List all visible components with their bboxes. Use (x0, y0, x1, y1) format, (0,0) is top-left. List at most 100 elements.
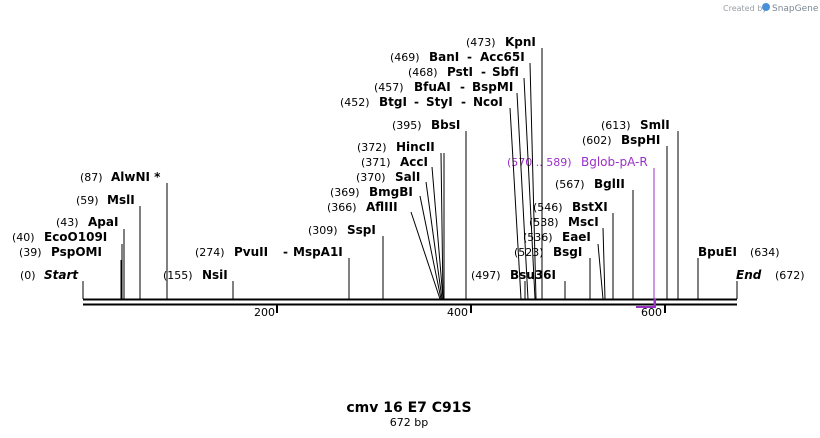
site-separator: - (467, 50, 472, 64)
site-position: (309) (308, 224, 338, 237)
site-name: EcoO109I (44, 230, 107, 244)
site-label-kpni[interactable]: (473) KpnI (466, 35, 536, 49)
site-name: BspHI (621, 133, 660, 147)
leader-afliii (410, 211, 441, 300)
leader-psti (523, 77, 536, 300)
site-label-bmgbi[interactable]: (369) BmgBI (330, 185, 413, 199)
site-name: EaeI (562, 230, 591, 244)
site-label-pvuii[interactable]: (274) PvuII - MspA1I (195, 245, 343, 259)
site-label-msci[interactable]: (538) MscI (529, 215, 599, 229)
site-label-acci[interactable]: (371) AccI (361, 155, 428, 169)
site-position: (473) (466, 36, 496, 49)
site-position: (59) (76, 194, 99, 207)
site-label-bani[interactable]: (469) BanI - Acc65I (390, 50, 525, 64)
site-label-hincii[interactable]: (372) HincII (357, 140, 435, 154)
credit-prefix: Created by (723, 4, 767, 13)
site-position: (372) (357, 141, 387, 154)
site-name: Start (44, 268, 79, 282)
site-label-msli[interactable]: (59) MslI (76, 193, 135, 207)
site-label-start[interactable]: (0) Start (20, 268, 79, 282)
site-position: (40) (12, 231, 35, 244)
site-label-afliii[interactable]: (366) AflIII (327, 200, 398, 214)
site-name: HincII (396, 140, 435, 154)
site-label-bfuai[interactable]: (457) BfuAI - BspMI (374, 80, 513, 94)
site-alt-name: BspMI (472, 80, 513, 94)
site-label-apai[interactable]: (43) ApaI (56, 215, 118, 229)
site-label-nsii[interactable]: (155) NsiI (163, 268, 228, 282)
site-name: BtgI (379, 95, 407, 109)
site-name: MscI (568, 215, 599, 229)
site-name: BglII (594, 177, 625, 191)
site-position: (452) (340, 96, 370, 109)
site-name: SspI (347, 223, 376, 237)
site-alt-name: StyI (426, 95, 453, 109)
axis-tick-label-400: 400 (447, 306, 468, 319)
site-name: BpuEI (698, 245, 737, 259)
site-position: (43) (56, 216, 79, 229)
site-position: (538) (529, 216, 559, 229)
site-name: BmgBI (369, 185, 413, 199)
site-label-psti[interactable]: (468) PstI - SbfI (408, 65, 519, 79)
site-label-alwni[interactable]: (87) AlwNI * (80, 170, 161, 184)
site-position: (366) (327, 201, 357, 214)
feature-primer-arrow[interactable] (636, 299, 656, 308)
site-position: (536) (523, 231, 553, 244)
site-separator: - (461, 95, 466, 109)
site-label-bpuei[interactable]: BpuEI (634) (698, 245, 780, 259)
site-label-bsgi[interactable]: (523) BsgI (514, 245, 582, 259)
leader-bmgbi (419, 195, 442, 300)
site-position: (602) (582, 134, 612, 147)
site-leader-lines (82, 48, 738, 300)
leader-btgi (509, 107, 522, 300)
leader-sali (425, 181, 443, 300)
site-name: SmlI (640, 118, 670, 132)
site-label-bstxi[interactable]: (546) BstXI (533, 200, 608, 214)
site-name: PvuII (234, 245, 268, 259)
site-name: BbsI (431, 118, 460, 132)
site-label-bglii[interactable]: (567) BglII (555, 177, 625, 191)
site-name: AccI (400, 155, 428, 169)
site-label-end[interactable]: End (672) (736, 268, 805, 282)
site-name: AflIII (366, 200, 398, 214)
site-label-bsphi[interactable]: (602) BspHI (582, 133, 660, 147)
site-name: BanI (429, 50, 459, 64)
feature-name[interactable]: Bglob-pA-R (581, 155, 648, 169)
site-name: AlwNI * (111, 170, 161, 184)
site-name: BstXI (572, 200, 608, 214)
site-position: (457) (374, 81, 404, 94)
site-position: (497) (471, 269, 501, 282)
site-position: (523) (514, 246, 544, 259)
site-label-bbsi[interactable]: (395) BbsI (392, 118, 460, 132)
snapgene-logo-icon (762, 3, 770, 11)
site-position: (546) (533, 201, 563, 214)
sequence-title: cmv 16 E7 C91S (346, 400, 471, 416)
site-label-eaei[interactable]: (536) EaeI (523, 230, 591, 244)
site-name: SalI (395, 170, 420, 184)
site-position: (567) (555, 178, 585, 191)
site-position: (155) (163, 269, 193, 282)
site-position: (634) (750, 246, 780, 259)
site-label-sspi[interactable]: (309) SspI (308, 223, 376, 237)
leader-eaei (597, 243, 604, 300)
leader-hincii (440, 152, 444, 300)
site-separator: - (414, 95, 419, 109)
site-separator: - (481, 65, 486, 79)
site-name: PstI (447, 65, 473, 79)
site-position: (395) (392, 119, 422, 132)
site-label-pspomi[interactable]: (39) PspOMI (19, 245, 102, 259)
sequence-length: 672 bp (390, 416, 428, 429)
site-position: (87) (80, 171, 103, 184)
site-label-bsu36i[interactable]: (497) Bsu36I (471, 268, 556, 282)
site-position: (0) (20, 269, 36, 282)
site-label-btgi[interactable]: (452) BtgI - StyI - NcoI (340, 95, 503, 109)
site-name: BfuAI (414, 80, 451, 94)
site-label-smli[interactable]: (613) SmlI (601, 118, 670, 132)
site-position: (371) (361, 156, 391, 169)
site-position: (613) (601, 119, 631, 132)
site-alt-name: NcoI (473, 95, 503, 109)
credit-brand: SnapGene (772, 4, 819, 14)
site-alt-name: Acc65I (480, 50, 525, 64)
site-label-ecoo109i[interactable]: (40) EcoO109I (12, 230, 107, 244)
site-label-sali[interactable]: (370) SalI (356, 170, 420, 184)
